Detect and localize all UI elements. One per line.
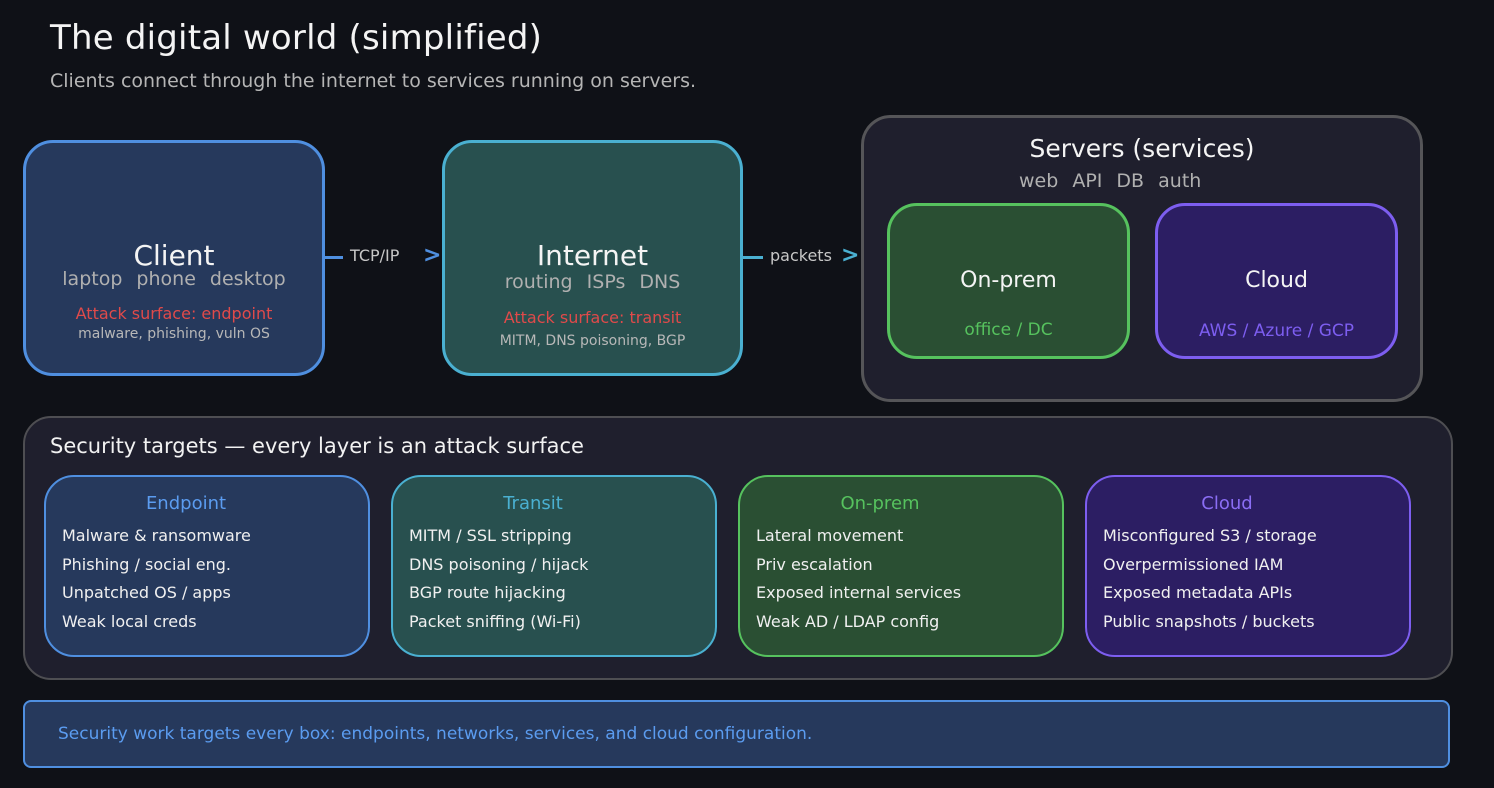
internet-node: Internet routing ISPs DNS Attack surface… — [442, 140, 743, 376]
target-card-transit: Transit MITM / SSL stripping DNS poisoni… — [391, 475, 717, 657]
target-card-cloud: Cloud Misconfigured S3 / storage Overper… — [1085, 475, 1411, 657]
card-title: On-prem — [840, 493, 920, 514]
internet-components: routing ISPs DNS — [504, 271, 681, 293]
cloud-node: Cloud AWS / Azure / GCP — [1155, 203, 1398, 359]
servers-title: Servers (services) — [1029, 134, 1255, 163]
list-item: DNS poisoning / hijack — [409, 554, 589, 574]
card-title: Endpoint — [145, 493, 227, 514]
list-item: Misconfigured S3 / storage — [1103, 526, 1317, 545]
list-item: Malware & ransomware — [62, 526, 251, 545]
internet-attack-surface: Attack surface: transit — [503, 308, 682, 327]
list-item: Exposed metadata APIs — [1103, 583, 1293, 602]
list-item: Phishing / social eng. — [62, 554, 231, 574]
list-item: Overpermissioned IAM — [1103, 554, 1284, 574]
list-item: Packet sniffing (Wi-Fi) — [409, 611, 581, 631]
arrow-right-icon: > — [423, 243, 442, 268]
edge-label-tcpip: TCP/IP — [350, 246, 400, 265]
security-targets-title: Security targets — every layer is an att… — [50, 434, 584, 458]
client-attack-detail: malware, phishing, vuln OS — [78, 326, 270, 342]
list-item: BGP route hijacking — [409, 583, 566, 602]
arrow-right-icon: > — [841, 243, 860, 268]
list-item: Priv escalation — [756, 554, 873, 574]
list-item: Exposed internal services — [756, 583, 962, 602]
client-attack-surface: Attack surface: endpoint — [75, 304, 273, 323]
onprem-node: On-prem office / DC — [887, 203, 1130, 359]
edge-line-tcpip — [325, 256, 343, 259]
footer-text: Security work targets every box: endpoin… — [58, 724, 813, 744]
list-item: Public snapshots / buckets — [1103, 611, 1315, 631]
cloud-title: Cloud — [1245, 268, 1308, 293]
client-title: Client — [133, 239, 215, 272]
target-card-endpoint: Endpoint Malware & ransomware Phishing /… — [44, 475, 370, 657]
target-card-onprem: On-prem Lateral movement Priv escalation… — [738, 475, 1064, 657]
card-title: Transit — [503, 493, 563, 514]
footer-banner: Security work targets every box: endpoin… — [23, 700, 1450, 768]
onprem-detail: office / DC — [964, 320, 1053, 340]
page-title: The digital world (simplified) — [50, 18, 543, 58]
list-item: Weak AD / LDAP config — [756, 611, 940, 631]
list-item: MITM / SSL stripping — [409, 526, 572, 545]
internet-attack-detail: MITM, DNS poisoning, BGP — [499, 333, 686, 349]
client-devices: laptop phone desktop — [62, 268, 286, 290]
list-item: Unpatched OS / apps — [62, 583, 231, 602]
servers-services: web API DB auth — [1019, 170, 1202, 192]
page-subtitle: Clients connect through the internet to … — [50, 70, 697, 92]
list-item: Weak local creds — [62, 611, 197, 631]
cloud-detail: AWS / Azure / GCP — [1198, 321, 1355, 341]
internet-title: Internet — [536, 239, 649, 272]
edge-line-packets — [743, 256, 763, 259]
card-title: Cloud — [1201, 493, 1253, 514]
edge-label-packets: packets — [770, 246, 832, 265]
client-node: Client laptop phone desktop Attack surfa… — [23, 140, 325, 376]
onprem-title: On-prem — [960, 268, 1057, 293]
list-item: Lateral movement — [756, 526, 904, 545]
